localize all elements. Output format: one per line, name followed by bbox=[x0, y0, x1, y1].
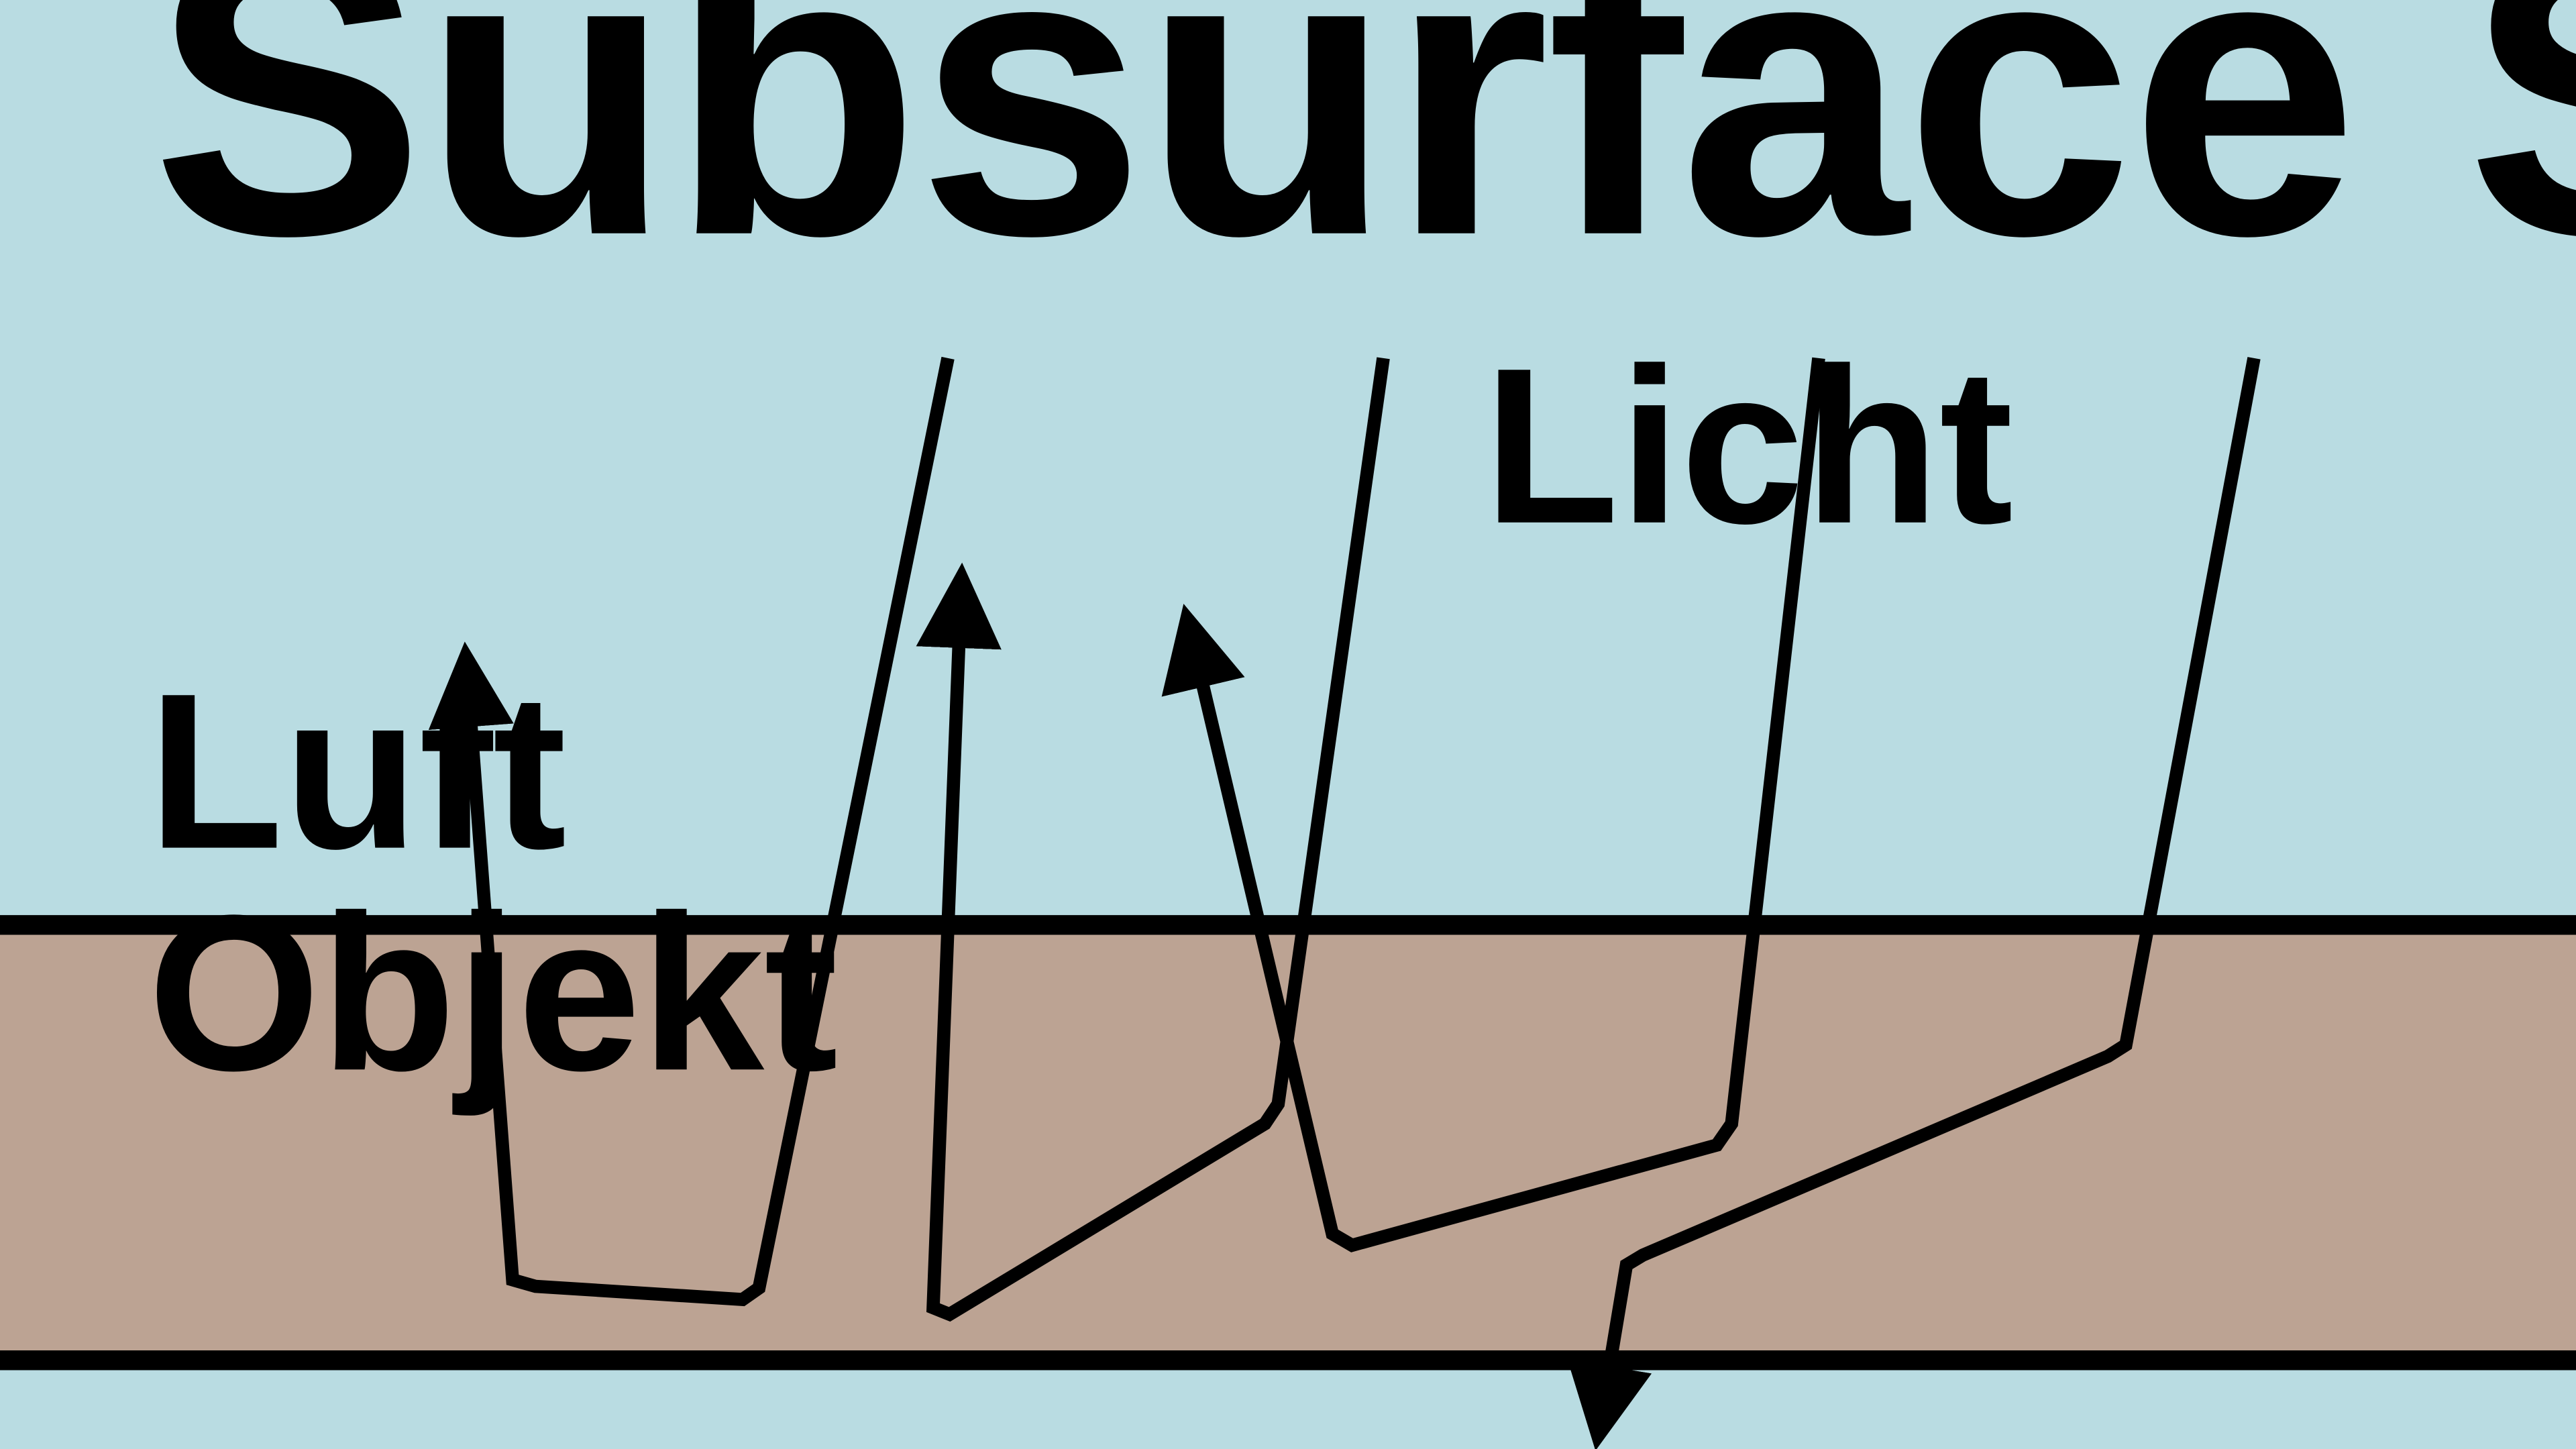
light-ray-3 bbox=[1161, 357, 1825, 1252]
light-ray-1 bbox=[428, 356, 955, 1307]
light-label: Licht bbox=[1483, 323, 2013, 570]
diagram-title: Subsurface Scattering bbox=[151, 0, 2576, 323]
light-ray-2 bbox=[916, 357, 1390, 1322]
air-label: Luft bbox=[148, 648, 566, 896]
light-ray-4 bbox=[1567, 357, 2261, 1449]
